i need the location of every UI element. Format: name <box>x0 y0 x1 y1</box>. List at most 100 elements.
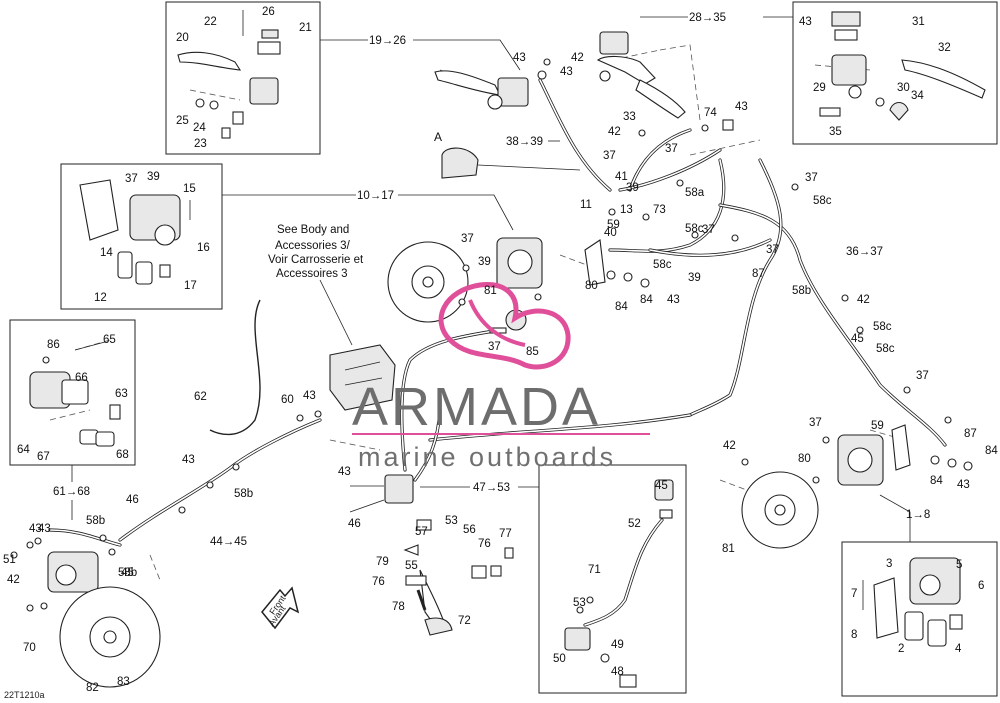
range-callouts: 28→35 19→26 10→17 38→39 36→37 47→53 61→6… <box>53 12 930 548</box>
armada-watermark <box>352 282 650 435</box>
master-cylinder-handlebar-left <box>434 58 551 110</box>
brake-lines <box>48 78 947 627</box>
note-line-4: Accessoires 3 <box>276 268 348 280</box>
inset-box-rear-master-cylinder <box>538 464 687 694</box>
callout-58a: 58a <box>685 187 705 199</box>
callout-3: 3 <box>886 558 892 570</box>
callout-34: 34 <box>911 90 924 102</box>
inset-box-right-master-cylinder <box>792 1 998 145</box>
callout-41: 41 <box>615 171 628 183</box>
callout-53: 53 <box>573 597 586 609</box>
callout-74: 74 <box>704 107 717 119</box>
callout-67: 67 <box>37 451 50 463</box>
left-master-cylinder-parts <box>177 10 281 139</box>
detail-label-a: A <box>434 130 442 144</box>
callout-84: 84 <box>615 301 628 313</box>
callout-56: 56 <box>463 524 476 536</box>
callout-32: 32 <box>938 42 951 54</box>
callout-23: 23 <box>194 138 207 150</box>
callout-58b: 58b <box>118 567 137 579</box>
range-44-45: 44→45 <box>210 536 247 548</box>
callout-42: 42 <box>723 440 736 452</box>
callout-62: 62 <box>194 391 207 403</box>
range-38-39: 38→39 <box>506 136 543 148</box>
callout-46: 46 <box>348 518 361 530</box>
callout-14: 14 <box>100 247 113 259</box>
right-inset-parts <box>819 11 986 121</box>
callout-37: 37 <box>125 173 138 185</box>
inset-box-left-master-cylinder <box>165 1 321 155</box>
callout-37: 37 <box>603 150 616 162</box>
callout-64: 64 <box>17 444 30 456</box>
callout-43: 43 <box>799 16 812 28</box>
callout-45: 45 <box>655 480 668 492</box>
range-1-8: 1→8 <box>906 509 930 521</box>
watermark-brand: ARMADA <box>352 377 601 437</box>
callout-43: 43 <box>29 523 42 535</box>
callout-58c: 58c <box>813 195 832 207</box>
callout-71: 71 <box>588 564 601 576</box>
callout-58b: 58b <box>234 488 253 500</box>
callout-17: 17 <box>184 280 197 292</box>
callout-58c: 58c <box>653 259 672 271</box>
callout-76: 76 <box>478 538 491 550</box>
callout-42: 42 <box>857 294 870 306</box>
callout-68: 68 <box>116 449 129 461</box>
callout-2: 2 <box>898 643 904 655</box>
callout-59: 59 <box>607 219 620 231</box>
callout-76: 76 <box>372 576 385 588</box>
callout-13: 13 <box>620 204 633 216</box>
callout-46: 46 <box>126 494 139 506</box>
front-right-caliper-disc <box>741 424 973 549</box>
callout-39: 39 <box>478 256 491 268</box>
callout-83: 83 <box>117 676 130 688</box>
callout-51: 51 <box>3 554 16 566</box>
callout-50: 50 <box>553 653 566 665</box>
watermark-tagline: marine outboards <box>358 442 616 472</box>
range-10-17: 10→17 <box>357 190 394 202</box>
callout-16: 16 <box>197 242 210 254</box>
see-body-accessories-note: See Body and Accessories 3/ Voir Carross… <box>268 224 364 280</box>
callout-72: 72 <box>458 615 471 627</box>
callout-48: 48 <box>611 666 624 678</box>
callout-37: 37 <box>702 224 715 236</box>
caliper-10-17-parts <box>79 179 191 285</box>
callout-30: 30 <box>897 82 910 94</box>
body-accessories-block <box>329 344 396 411</box>
fasteners <box>99 119 952 556</box>
callout-78: 78 <box>392 601 405 613</box>
callout-81: 81 <box>484 285 497 297</box>
callout-24: 24 <box>193 122 206 134</box>
callout-33: 33 <box>623 111 636 123</box>
master-cylinder-handlebar-right <box>596 31 686 119</box>
callout-37: 37 <box>461 233 474 245</box>
callout-39: 39 <box>626 182 639 194</box>
inset-box-rear-caliper <box>9 319 136 466</box>
callout-85: 85 <box>526 346 539 358</box>
callout-37: 37 <box>805 172 818 184</box>
callout-5: 5 <box>956 559 962 571</box>
note-line-3: Voir Carrosserie et <box>268 254 364 266</box>
callout-87: 87 <box>964 428 977 440</box>
callout-11: 11 <box>580 199 592 211</box>
callout-63: 63 <box>115 388 128 400</box>
callout-43: 43 <box>560 66 573 78</box>
callout-22: 22 <box>204 16 217 28</box>
caliper-61-68-parts <box>29 341 121 447</box>
leader-detail-a <box>477 164 581 171</box>
callout-37: 37 <box>665 143 678 155</box>
callout-35: 35 <box>829 126 842 138</box>
callout-42: 42 <box>571 52 584 64</box>
callout-39: 39 <box>147 171 160 183</box>
callout-66: 66 <box>75 372 88 384</box>
callout-84: 84 <box>930 475 943 487</box>
callout-37: 37 <box>916 370 929 382</box>
callout-43: 43 <box>38 523 51 535</box>
callout-60: 60 <box>281 394 294 406</box>
callout-25: 25 <box>176 115 189 127</box>
leader-10-17-b <box>398 194 514 231</box>
callout-39: 39 <box>688 272 701 284</box>
callout-84: 84 <box>640 294 653 306</box>
